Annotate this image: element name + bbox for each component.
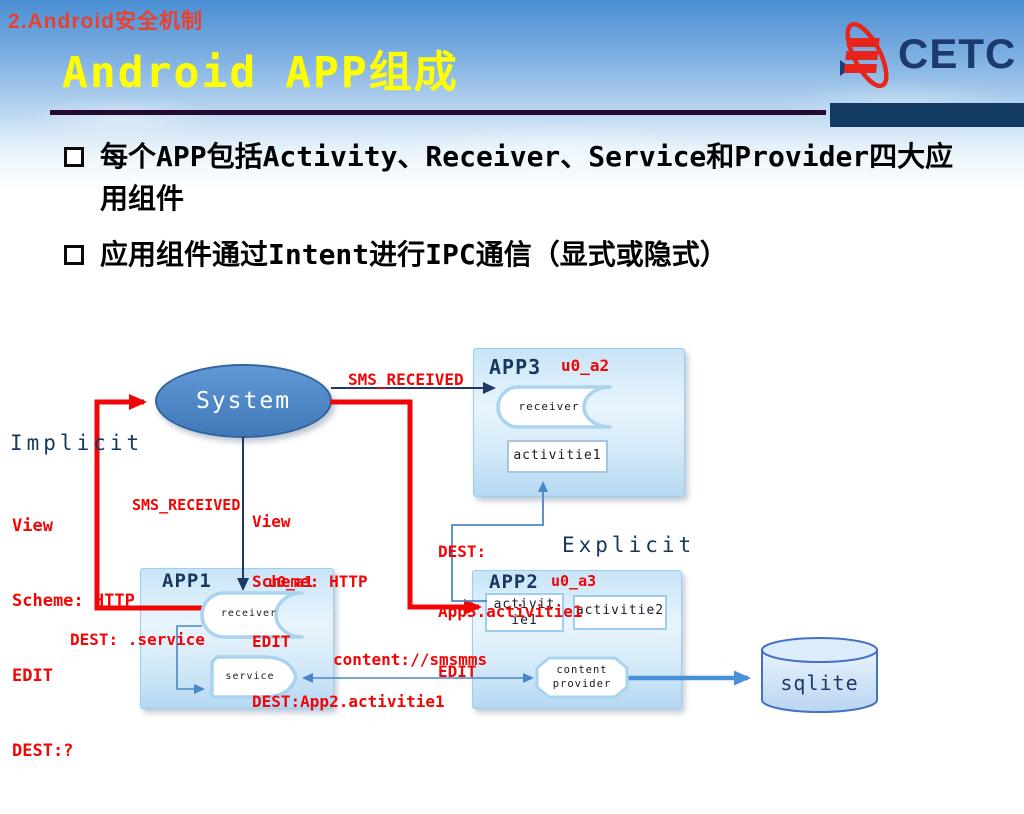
intent-line: App3.activitie1: [438, 602, 583, 621]
bullet-text: 应用组件通过Intent进行IPC通信（显式或隐式）: [100, 238, 728, 271]
slide-canvas: 2.Android安全机制 Android APP组成 CETC 每个APP包括…: [0, 0, 1024, 761]
bullet-item: 应用组件通过Intent进行IPC通信（显式或隐式）: [60, 234, 960, 276]
intent-line: View: [12, 516, 53, 536]
dest-service-label: DEST: .service: [70, 630, 205, 649]
app3-uid: u0_a2: [561, 356, 610, 375]
bullet-text: 每个APP包括Activity、Receiver、Service和Provide…: [100, 140, 954, 215]
square-bullet-icon: [64, 147, 84, 167]
bullet-list: 每个APP包括Activity、Receiver、Service和Provide…: [60, 136, 960, 290]
explicit-label: Explicit: [562, 533, 696, 557]
app2-activity2-label: activitie2: [575, 603, 665, 618]
intent-line: DEST:App2.activitie1: [252, 692, 445, 711]
content-uri-label: content://smsmms: [333, 650, 488, 669]
cetc-logo-text: CETC: [898, 30, 1017, 77]
intent-line: EDIT: [12, 666, 53, 686]
sqlite-label: sqlite: [780, 671, 859, 695]
sms-received-top-label: SMS_RECEIVED: [348, 370, 464, 389]
app1-name: APP1: [162, 570, 212, 592]
app2-activity2-box: [573, 595, 667, 630]
intent-line: View: [252, 512, 291, 531]
page-title: Android APP组成: [62, 48, 459, 98]
sms-received-left-label: SMS_RECEIVED: [132, 496, 241, 514]
logo-ellipse-ring: [845, 21, 889, 89]
sqlite-cylinder-top: [761, 637, 878, 663]
app2-uid: u0_a3: [551, 572, 597, 590]
cetc-logo: CETC: [828, 12, 1024, 96]
explicit-intent-block: DEST: App3.activitie1 EDIT: [438, 502, 583, 722]
app3-activity-box: [507, 440, 608, 473]
header-navy-bar: [830, 103, 1024, 127]
bullet-item: 每个APP包括Activity、Receiver、Service和Provide…: [60, 136, 960, 220]
app3-receiver-label: receiver: [518, 400, 580, 413]
header-banner: 2.Android安全机制 Android APP组成 CETC: [0, 0, 1024, 192]
intent-line: EDIT: [252, 632, 291, 651]
app1-uid: u0_a1: [268, 573, 314, 591]
square-bullet-icon: [64, 245, 84, 265]
intent-line: DEST:: [438, 542, 487, 561]
implicit-label: Implicit: [10, 431, 144, 455]
implicit-intent-mid-block: View Scheme: HTTP EDIT DEST:App2.activit…: [252, 472, 445, 752]
title-divider-line: [50, 110, 826, 115]
app3-activity-label: activitie1: [513, 448, 602, 463]
cetc-logo-icon: [840, 21, 889, 89]
intent-line: DEST:?: [12, 741, 74, 761]
app3-name: APP3: [489, 355, 542, 379]
system-label: System: [195, 388, 292, 414]
intent-line: Scheme: HTTP: [12, 591, 135, 611]
intent-line: Scheme: HTTP: [252, 572, 368, 591]
section-label: 2.Android安全机制: [8, 10, 203, 33]
